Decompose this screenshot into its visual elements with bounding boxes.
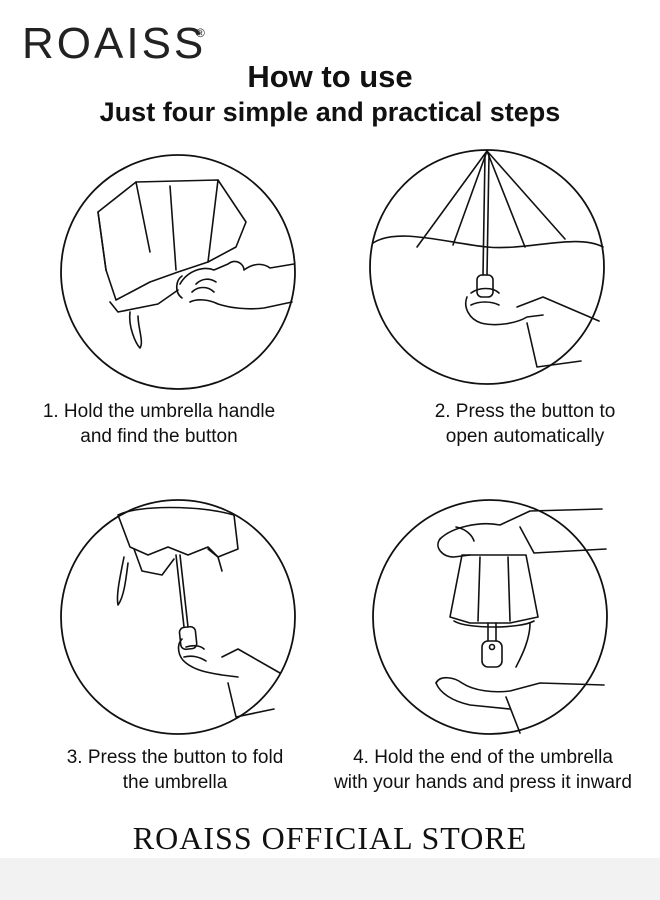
step-2-illustration [367, 147, 607, 387]
step-1-line-2: and find the button [80, 426, 238, 447]
hands-pressing-umbrella-icon [373, 500, 607, 734]
step-2-caption: 2. Press the button to open automaticall… [390, 399, 660, 449]
step-4-caption: 4. Hold the end of the umbrella with you… [306, 745, 660, 795]
step-2-line-2: open automatically [445, 426, 605, 447]
step-4-illustration [370, 497, 610, 737]
step-3-caption: 3. Press the button to fold the umbrella [34, 745, 316, 795]
hand-folding-umbrella-icon [61, 500, 295, 734]
step-3-illustration [58, 497, 298, 737]
hand-holding-folded-umbrella-icon [61, 155, 295, 389]
page-title: How to use [247, 59, 413, 94]
hand-opening-umbrella-icon [370, 150, 604, 384]
step-1-illustration [58, 152, 298, 392]
footer-bar [0, 858, 660, 900]
step-1-line-1: 1. Hold the umbrella handle [42, 401, 276, 422]
step-2-line-1: 2. Press the button to [434, 401, 616, 422]
step-3-line-2: the umbrella [122, 772, 228, 793]
registered-mark: ® [196, 26, 205, 40]
step-3-line-1: 3. Press the button to fold [66, 747, 284, 768]
step-1-caption: 1. Hold the umbrella handle and find the… [14, 399, 304, 449]
step-4-line-2: with your hands and press it inward [334, 772, 632, 793]
brand-logo: ROAISS [22, 19, 207, 68]
step-4-line-1: 4. Hold the end of the umbrella [353, 747, 613, 768]
page-subtitle: Just four simple and practical steps [99, 97, 561, 127]
store-name: ROAISS OFFICIAL STORE [132, 820, 528, 856]
